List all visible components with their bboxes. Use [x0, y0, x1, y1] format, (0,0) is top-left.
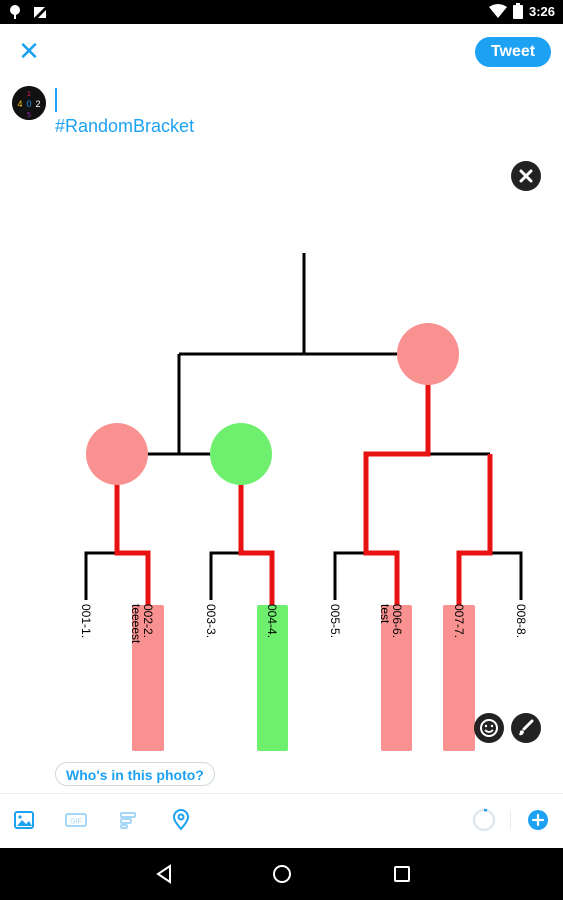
smiley-icon — [480, 719, 498, 737]
avatar-image: 1 4 0 2 5 — [12, 86, 46, 120]
svg-text:5: 5 — [27, 112, 31, 119]
close-circle-icon — [519, 169, 533, 183]
home-icon[interactable] — [270, 862, 294, 886]
bracket-path-q2 — [238, 483, 275, 605]
sticker-button[interactable] — [474, 713, 504, 743]
compose-toolbar: ✕ Tweet — [0, 24, 563, 80]
entry-label-005: 005-5. — [328, 604, 342, 638]
entry-bar-007 — [443, 605, 475, 751]
match-circle-mid — [210, 423, 272, 485]
avatar[interactable]: 1 4 0 2 5 — [12, 86, 46, 120]
entry-label-004: 004-4. — [265, 604, 279, 638]
svg-text:GIF: GIF — [70, 819, 82, 826]
notification-icon — [10, 5, 20, 19]
bracket-line-q1 — [84, 551, 117, 600]
gif-icon[interactable]: GIF — [64, 808, 88, 832]
remove-media-button[interactable] — [511, 161, 541, 191]
toolbar-separator — [510, 810, 511, 830]
brush-icon — [519, 719, 534, 736]
entry-label-003: 003-3. — [204, 604, 218, 638]
entry-sub-002: teeeest — [129, 604, 143, 644]
entry-label-007: 007-7. — [452, 604, 466, 638]
char-counter-icon — [472, 808, 496, 832]
image-icon[interactable] — [12, 808, 36, 832]
bracket-path-right-a — [363, 383, 431, 605]
tag-people-button[interactable]: Who's in this photo? — [55, 762, 215, 786]
back-icon[interactable] — [152, 862, 176, 886]
match-circle-right — [397, 323, 459, 385]
bracket-image: 001-1. 002-2. teeeest 003-3. 004-4. 005-… — [79, 253, 528, 751]
bracket-line-q2 — [209, 551, 241, 600]
svg-text:0: 0 — [26, 99, 31, 109]
bracket-line-q4 — [490, 551, 523, 600]
entry-label-001: 001-1. — [79, 604, 93, 638]
bracket-line-q3 — [333, 551, 366, 600]
bracket-path-right-b — [456, 454, 493, 605]
edit-image-button[interactable] — [511, 713, 541, 743]
bottom-divider — [0, 793, 563, 794]
svg-text:2: 2 — [35, 99, 40, 109]
location-icon[interactable] — [169, 808, 193, 832]
svg-text:1: 1 — [27, 91, 31, 98]
text-cursor[interactable] — [55, 88, 57, 112]
wifi-icon — [488, 4, 507, 18]
entry-bar-004 — [257, 605, 288, 751]
poll-icon[interactable] — [117, 808, 141, 832]
match-circle-left — [86, 423, 148, 485]
battery-icon — [512, 3, 523, 19]
entry-bar-002 — [132, 605, 164, 751]
close-icon[interactable]: ✕ — [18, 36, 40, 66]
tweet-text-hashtag[interactable]: #RandomBracket — [55, 116, 195, 136]
entry-label-006: 006-6. — [390, 604, 404, 638]
tweet-button[interactable]: Tweet — [475, 37, 551, 67]
add-thread-icon[interactable] — [526, 808, 550, 832]
status-time: 3:26 — [528, 3, 555, 19]
entry-label-002: 002-2. — [141, 604, 155, 638]
svg-text:4: 4 — [17, 99, 22, 109]
navigation-bar — [0, 848, 563, 900]
status-bar: 3:26 — [0, 0, 563, 24]
entry-bar-006 — [381, 605, 412, 751]
entry-label-008: 008-8. — [514, 604, 528, 638]
entry-sub-006: test — [378, 604, 392, 624]
bracket-path-q1 — [114, 483, 151, 605]
screencast-icon — [34, 7, 46, 18]
recents-icon[interactable] — [390, 862, 414, 886]
